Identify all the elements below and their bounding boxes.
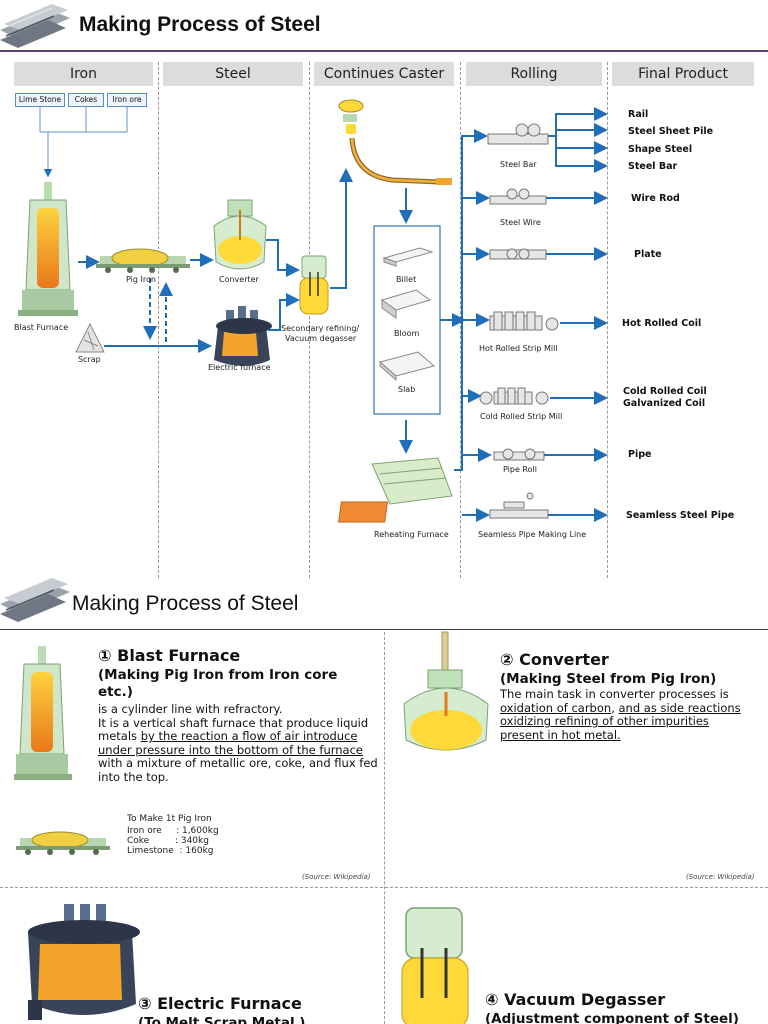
converter-title: ② Converter xyxy=(500,650,609,669)
pig-iron-recipe: Iron ore : 1,600kg Coke : 340kg Limeston… xyxy=(127,826,219,856)
converter-subtitle: (Making Steel from Pig Iron) xyxy=(500,671,717,687)
steel-pipes-logo xyxy=(0,578,70,622)
label-scrap: Scrap xyxy=(78,355,101,364)
section-rule xyxy=(0,629,768,630)
label-billet: Billet xyxy=(396,275,417,284)
electric-furnace-icon xyxy=(214,306,272,366)
column-final-product: Final Product xyxy=(612,62,754,86)
product-plate: Plate xyxy=(634,249,662,260)
steel-bar-mill-icon xyxy=(487,123,549,145)
product-hot-rolled-coil: Hot Rolled Coil xyxy=(622,318,702,329)
text-line: is a cylinder line with refractory. xyxy=(98,702,283,716)
section-title: Making Process of Steel xyxy=(72,592,299,615)
seamless-line-icon xyxy=(489,492,549,519)
product-cold-rolled-coil: Cold Rolled Coil xyxy=(623,386,707,397)
converter-icon xyxy=(403,631,489,751)
vacuum-degasser-icon xyxy=(401,907,469,1024)
column-steel: Steel xyxy=(163,62,303,86)
slab-icon xyxy=(378,351,436,382)
column-iron: Iron xyxy=(14,62,153,86)
underlined-line: oxidizing refining of other impurities xyxy=(500,714,709,728)
header-rule xyxy=(0,50,768,52)
column-caster: Continues Caster xyxy=(314,62,454,86)
label-bloom: Bloom xyxy=(394,329,420,338)
text-line: metals by the reaction a flow of air int… xyxy=(98,729,378,744)
product-seamless-steel-pipe: Seamless Steel Pipe xyxy=(626,510,735,521)
label-blast-furnace: Blast Furnace xyxy=(14,323,69,332)
label-electric-furnace: Electric furnace xyxy=(208,363,271,372)
column-rolling: Rolling xyxy=(466,62,602,86)
source-note: (Source: Wikipedia) xyxy=(686,873,755,881)
blast-furnace-title: ① Blast Furnace xyxy=(98,646,241,665)
label-secondary-refining: Secondary refining/ xyxy=(281,324,360,333)
blast-furnace-icon xyxy=(18,182,78,316)
electric-furnace-title: ③ Electric Furnace xyxy=(138,994,302,1013)
product-steel-bar: Steel Bar xyxy=(628,161,678,172)
plate-mill-icon xyxy=(489,248,547,260)
text-line: It is a vertical shaft furnace that prod… xyxy=(98,715,369,730)
grid-divider-vertical xyxy=(384,632,385,1024)
text-fragment: metals xyxy=(98,729,141,743)
pig-iron-car-icon xyxy=(16,831,110,855)
label-vacuum-degasser: Vacuum degasser xyxy=(285,334,357,343)
source-note: (Source: Wikipedia) xyxy=(302,873,371,881)
blast-furnace-subtitle: (Making Pig Iron from Iron core etc.) xyxy=(98,667,338,700)
electric-furnace-icon xyxy=(28,904,140,1020)
label-pipe-roll: Pipe Roll xyxy=(503,465,537,474)
column-divider xyxy=(158,62,159,578)
label-hot-strip-mill: Hot Rolled Strip Mill xyxy=(479,344,558,353)
page-title: Making Process of Steel xyxy=(79,13,321,36)
pig-iron-car-icon xyxy=(96,248,190,273)
product-pipe: Pipe xyxy=(628,449,652,460)
underlined-fragment: by the reaction a flow of air introduce xyxy=(140,729,358,743)
billet-icon xyxy=(382,247,434,267)
product-wire-rod: Wire Rod xyxy=(631,193,680,204)
blast-furnace-description: is a cylinder line with refractory. It i… xyxy=(98,702,378,784)
bloom-icon xyxy=(380,289,432,319)
label-slab: Slab xyxy=(398,385,416,394)
process-flow-graphics xyxy=(18,99,608,523)
label-converter: Converter xyxy=(219,275,259,284)
scrap-pile-icon xyxy=(75,322,105,353)
converter-description: The main task in converter processes is … xyxy=(500,687,765,742)
label-pig-iron: Pig Iron xyxy=(126,275,156,284)
cold-strip-mill-icon xyxy=(479,387,549,405)
label-cold-strip-mill: Cold Rolled Strip Mill xyxy=(480,412,563,421)
label-steel-wire-mill: Steel Wire xyxy=(500,218,541,227)
blast-furnace-icon xyxy=(14,646,72,780)
electric-furnace-subtitle: (To Melt Scrap Metal ) xyxy=(138,1015,306,1024)
product-galvanized-coil: Galvanized Coil xyxy=(623,398,706,409)
underlined-line: under pressure into the bottom of the fu… xyxy=(98,742,363,757)
underlined-fragment: and as side reactions xyxy=(618,700,741,715)
continuous-caster-icon xyxy=(338,99,452,185)
product-steel-sheet-pile: Steel Sheet Pile xyxy=(628,126,714,137)
grid-divider-horizontal xyxy=(0,887,768,888)
pig-iron-recipe-title: To Make 1t Pig Iron xyxy=(127,814,212,824)
label-seamless-line: Seamless Pipe Making Line xyxy=(478,530,587,539)
column-divider xyxy=(309,62,310,578)
reheating-furnace-icon xyxy=(338,457,453,523)
hot-strip-mill-icon xyxy=(489,311,559,331)
product-shape-steel: Shape Steel xyxy=(628,144,693,155)
steel-wire-mill-icon xyxy=(489,188,547,205)
raw-material-limestone: Lime Stone xyxy=(15,93,65,107)
underlined-fragment: oxidation of carbon xyxy=(500,700,612,715)
steel-pipes-logo xyxy=(0,4,70,48)
text-line: The main task in converter processes is xyxy=(500,687,729,701)
text-fragment: , xyxy=(611,700,619,715)
label-reheating-furnace: Reheating Furnace xyxy=(374,530,449,539)
raw-material-iron-ore: Iron ore xyxy=(107,93,147,107)
text-line: oxidation of carbon, and as side reactio… xyxy=(500,700,765,716)
label-steel-bar-mill: Steel Bar xyxy=(500,160,537,169)
converter-icon xyxy=(213,199,267,270)
vacuum-degasser-title: ④ Vacuum Degasser xyxy=(485,990,666,1009)
pipe-roll-icon xyxy=(493,448,545,461)
vacuum-degasser-icon xyxy=(299,255,329,315)
text-line: with a mixture of metallic ore, coke, an… xyxy=(98,756,378,770)
vacuum-degasser-subtitle: (Adjustment component of Steel) xyxy=(485,1011,739,1024)
raw-material-cokes: Cokes xyxy=(68,93,104,107)
underlined-line: present in hot metal. xyxy=(500,727,621,742)
text-line: into the top. xyxy=(98,769,169,784)
product-rail: Rail xyxy=(628,109,649,120)
